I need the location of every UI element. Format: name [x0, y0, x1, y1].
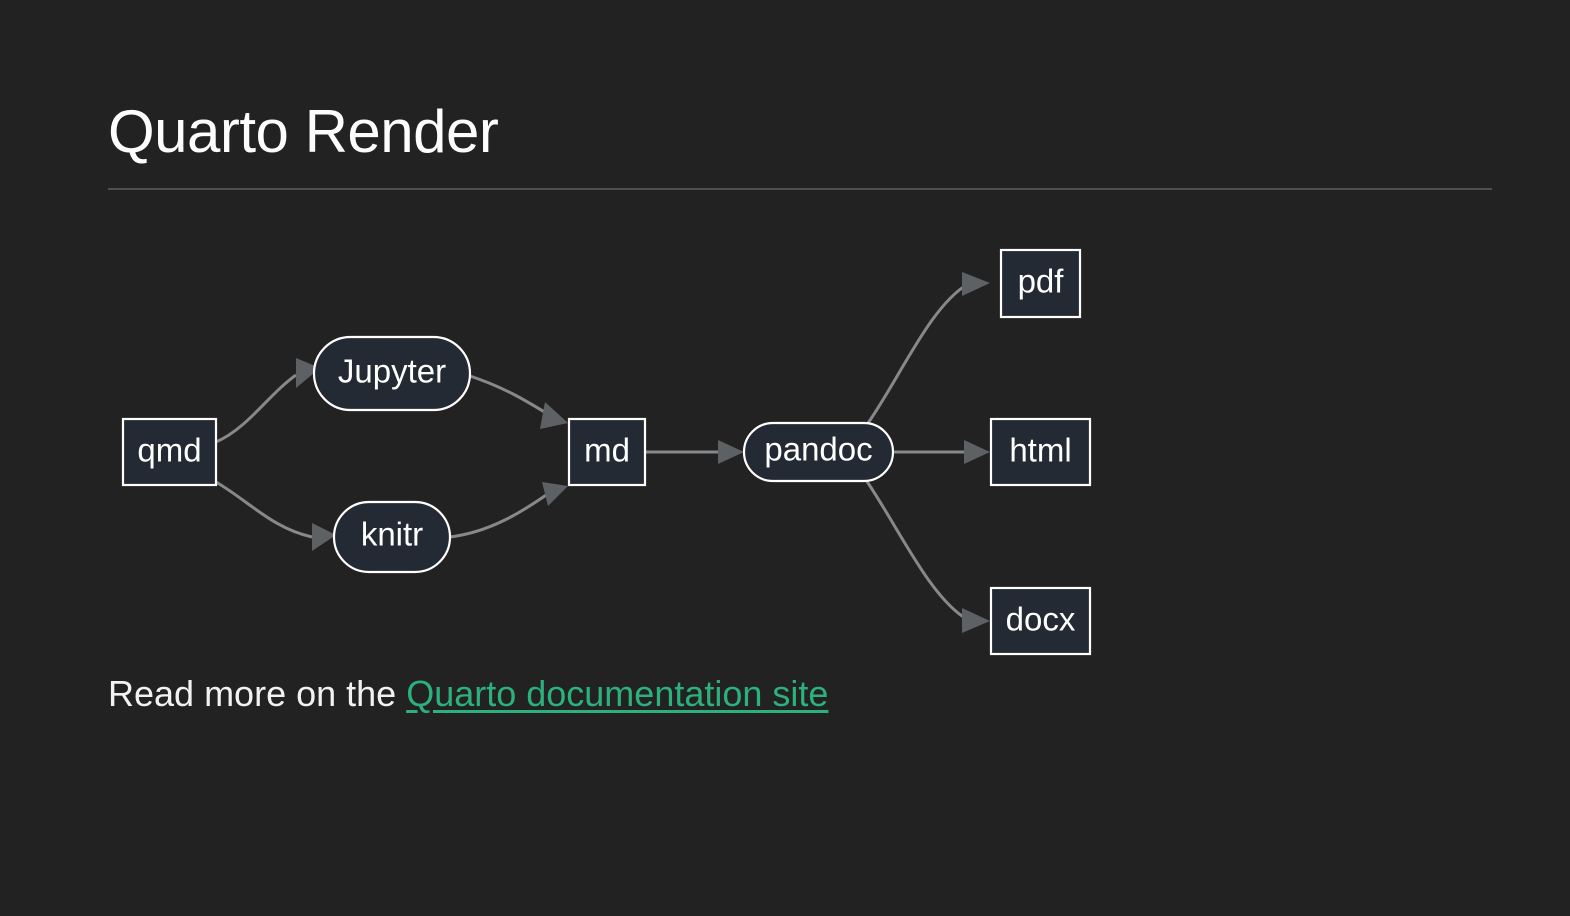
node-pandoc-label: pandoc	[764, 431, 872, 468]
edge-jupyter-to-md	[469, 374, 568, 429]
node-pdf-label: pdf	[1018, 263, 1065, 300]
node-pandoc[interactable]: pandoc	[742, 421, 895, 483]
node-html-label: html	[1009, 432, 1071, 469]
edge-pandoc-to-pdf	[864, 272, 990, 427]
node-knitr[interactable]: knitr	[332, 500, 452, 574]
edge-pandoc-to-docx	[864, 479, 990, 633]
page-title: Quarto Render	[108, 98, 499, 165]
node-docx[interactable]: docx	[989, 586, 1092, 656]
edge-qmd-to-knitr	[215, 480, 336, 551]
edge-pandoc-to-html	[893, 440, 990, 464]
footer-prefix: Read more on the	[108, 673, 407, 714]
footer-note: Read more on the Quarto documentation si…	[108, 673, 828, 715]
quarto-render-flowchart: qmd Jupyter knitr md pandoc pdf	[0, 210, 1570, 670]
node-jupyter-label: Jupyter	[338, 353, 446, 390]
title-divider	[108, 188, 1492, 190]
edge-md-to-pandoc	[645, 440, 744, 464]
node-qmd[interactable]: qmd	[121, 417, 218, 487]
node-docx-label: docx	[1006, 601, 1076, 638]
quarto-documentation-link[interactable]: Quarto documentation site	[406, 673, 829, 714]
edge-qmd-to-jupyter	[215, 358, 320, 444]
node-html[interactable]: html	[989, 417, 1092, 487]
node-md[interactable]: md	[567, 417, 647, 487]
node-qmd-label: qmd	[137, 432, 201, 469]
node-knitr-label: knitr	[361, 516, 423, 553]
edge-knitr-to-md	[449, 482, 568, 539]
node-md-label: md	[584, 432, 630, 469]
node-jupyter[interactable]: Jupyter	[312, 335, 472, 412]
node-pdf[interactable]: pdf	[999, 248, 1082, 319]
